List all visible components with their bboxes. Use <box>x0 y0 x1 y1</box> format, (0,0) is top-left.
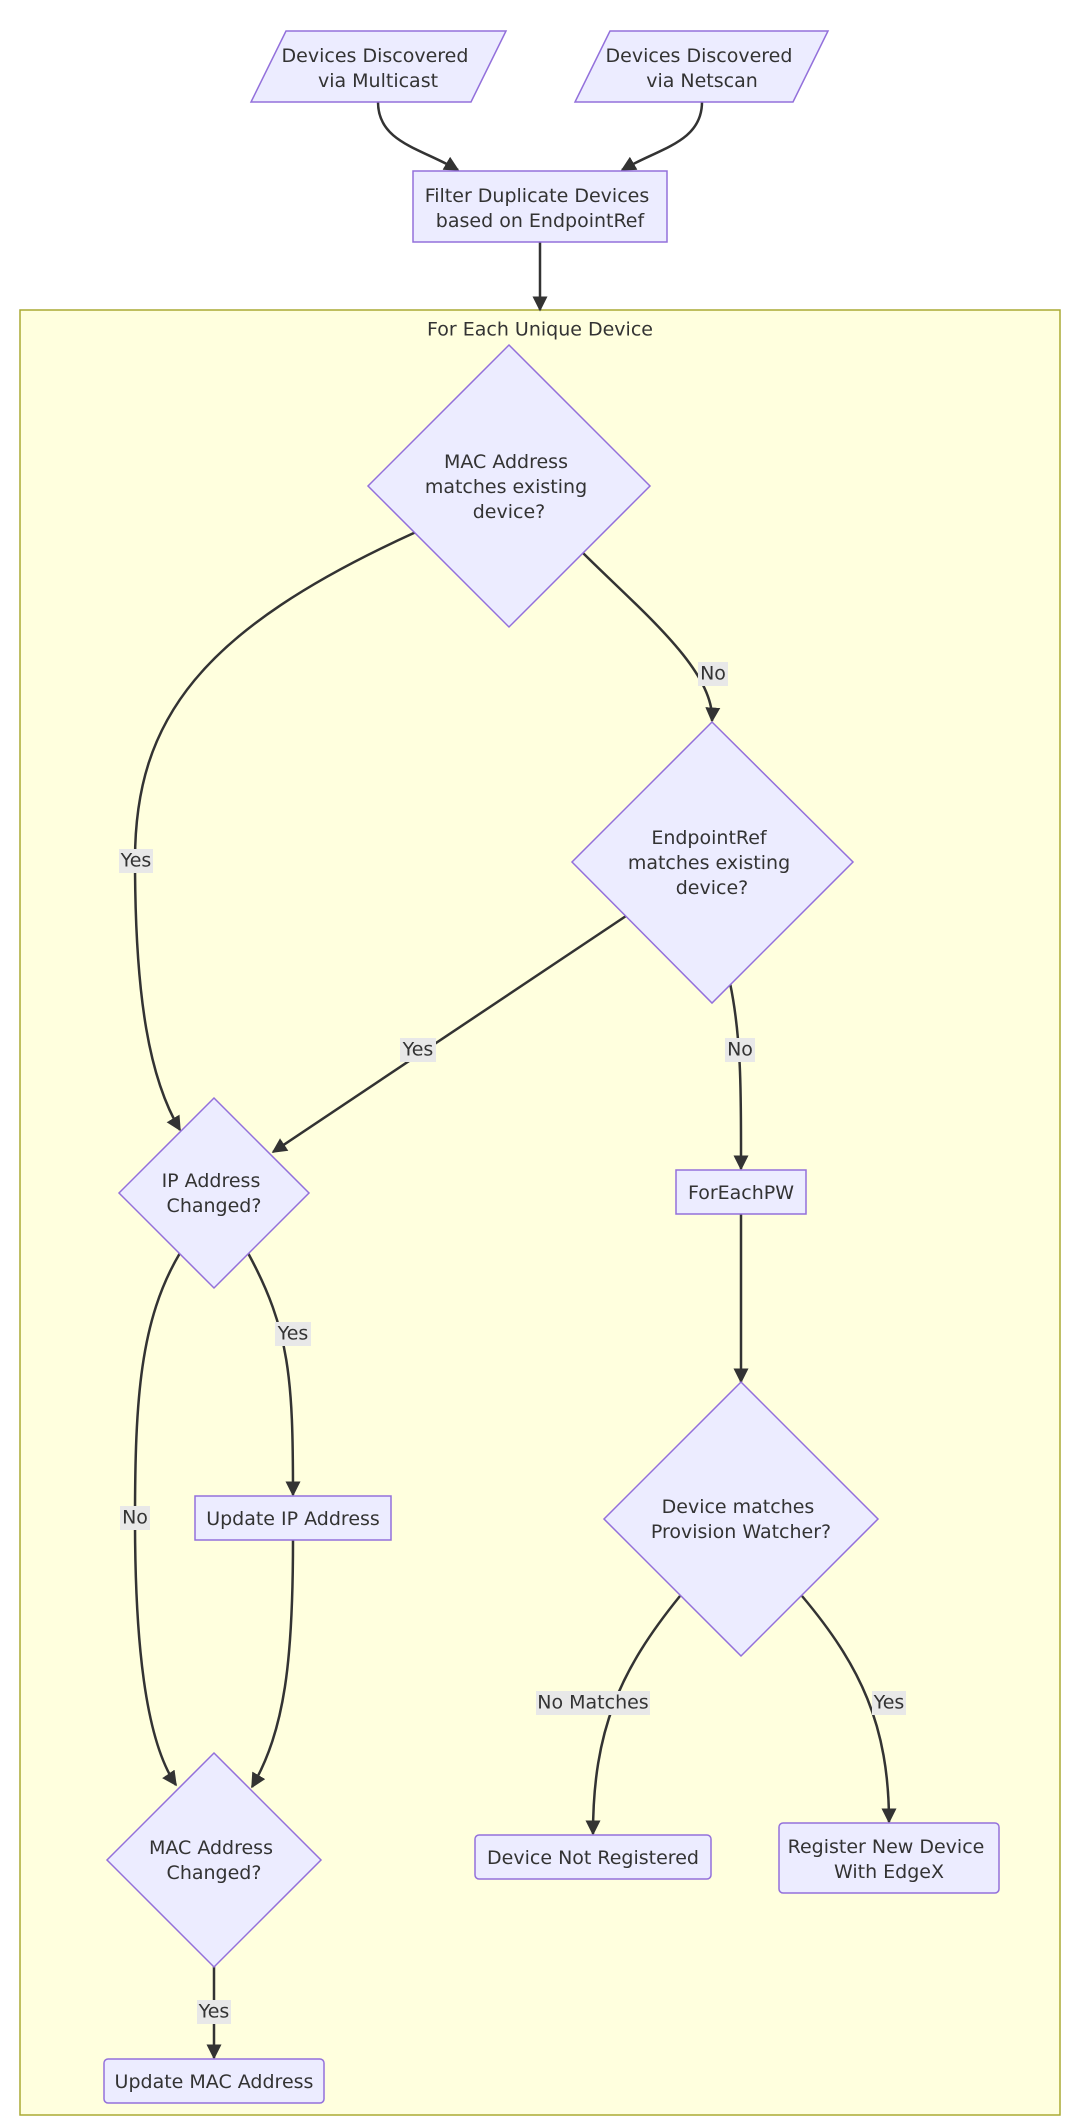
node-shape <box>474 1834 712 1880</box>
node-line: Provision Watcher? <box>651 1521 831 1543</box>
edge-label-ip-no: No <box>122 1507 148 1529</box>
label-bg <box>725 1038 755 1062</box>
node-shape <box>194 1495 392 1541</box>
node-line: matches existing <box>628 852 790 874</box>
edge-label-ep-yes: Yes <box>402 1039 434 1061</box>
edge-label-pw-yes: Yes <box>873 1692 905 1714</box>
edge-netscan-filter <box>620 101 704 172</box>
node-text: Device Not Registered <box>487 1847 699 1869</box>
node-shape <box>249 30 508 103</box>
node-shape <box>366 343 652 629</box>
label-bg <box>698 662 728 686</box>
node-text: IP Address Changed? <box>162 1170 267 1217</box>
cluster-title: For Each Unique Device <box>427 319 653 341</box>
edge-multicast-filter <box>376 101 460 172</box>
node-line: EndpointRef <box>651 827 768 849</box>
node-shape <box>105 1751 323 1969</box>
label-bg <box>275 1322 311 1346</box>
node-line: Device matches <box>662 1496 815 1518</box>
node-text: EndpointRef matches existing device? <box>628 827 796 899</box>
node-line: With EdgeX <box>834 1861 944 1883</box>
node-shape <box>117 1096 311 1290</box>
edge-update-macchanged <box>250 1539 295 1789</box>
label-bg <box>120 1506 150 1530</box>
label-bg <box>197 2000 231 2024</box>
node-shape <box>573 30 830 103</box>
edge-ip-update <box>246 1252 301 1497</box>
node-ip-changed: IP Address Changed? <box>117 1096 311 1290</box>
node-register-new-device: Register New Device With EdgeX <box>778 1822 1000 1894</box>
edge-pw-register <box>801 1595 897 1824</box>
node-text: Filter Duplicate Devices based on Endpoi… <box>425 185 656 232</box>
node-filter: Filter Duplicate Devices based on Endpoi… <box>412 170 668 243</box>
node-shape <box>570 720 855 1005</box>
edge-label-mac-no: No <box>700 663 726 685</box>
node-line: Changed? <box>167 1862 262 1884</box>
node-shape <box>778 1822 1000 1894</box>
label-bg <box>872 1691 906 1715</box>
node-text: ForEachPW <box>688 1182 794 1204</box>
node-text: Devices Discovered via Netscan <box>606 45 799 92</box>
node-line: MAC Address <box>149 1837 273 1859</box>
node-line: based on EndpointRef <box>436 210 646 232</box>
node-multicast: Devices Discovered via Multicast <box>249 30 508 103</box>
node-pw-match: Device matches Provision Watcher? <box>602 1380 880 1658</box>
node-text: Device matches Provision Watcher? <box>651 1496 831 1543</box>
node-shape <box>103 2058 325 2104</box>
node-line: Changed? <box>167 1195 262 1217</box>
label-bg <box>536 1691 650 1715</box>
node-line: via Netscan <box>646 70 758 92</box>
node-text: MAC Address matches existing device? <box>425 451 593 523</box>
edge-ep-ip <box>271 914 627 1154</box>
edge-labels: No Yes Yes No Yes No No Matches Yes Yes <box>119 662 906 2024</box>
node-mac-changed: MAC Address Changed? <box>105 1751 323 1969</box>
edge-label-mac-yes: Yes <box>120 850 152 872</box>
node-text: Devices Discovered via Multicast <box>282 45 475 92</box>
node-shape <box>675 1169 807 1215</box>
node-text: Update MAC Address <box>115 2071 314 2093</box>
edge-label-macchanged-yes: Yes <box>198 2001 230 2023</box>
node-update-mac: Update MAC Address <box>103 2058 325 2104</box>
node-mac-match: MAC Address matches existing device? <box>366 343 652 629</box>
edge-ep-foreach <box>728 982 749 1171</box>
edge-label-ip-yes: Yes <box>277 1323 309 1345</box>
node-netscan: Devices Discovered via Netscan <box>573 30 830 103</box>
node-line: Devices Discovered <box>282 45 469 67</box>
node-shape <box>412 170 668 243</box>
edge-label-ep-no: No <box>727 1039 753 1061</box>
edge-label-pw-nomatch: No Matches <box>537 1692 648 1714</box>
node-line: device? <box>676 877 749 899</box>
node-line: Devices Discovered <box>606 45 793 67</box>
edge-mac-ep <box>580 550 721 723</box>
edge-mac-ip <box>133 530 417 1132</box>
node-line: matches existing <box>425 476 587 498</box>
node-text: Update IP Address <box>206 1508 380 1530</box>
node-line: IP Address <box>162 1170 261 1192</box>
node-update-ip: Update IP Address <box>194 1495 392 1541</box>
label-bg <box>119 849 153 873</box>
node-endpointref-match: EndpointRef matches existing device? <box>570 720 855 1005</box>
node-text: MAC Address Changed? <box>149 1837 279 1884</box>
node-line: Filter Duplicate Devices <box>425 185 650 207</box>
node-line: via Multicast <box>318 70 438 92</box>
node-device-not-registered: Device Not Registered <box>474 1834 712 1880</box>
node-line: MAC Address <box>444 451 568 473</box>
node-foreach-pw: ForEachPW <box>675 1169 807 1215</box>
label-bg <box>400 1038 436 1062</box>
node-text: Register New Device With EdgeX <box>788 1836 991 1883</box>
node-shape <box>602 1380 880 1658</box>
node-line: Register New Device <box>788 1836 985 1858</box>
node-line: device? <box>473 501 546 523</box>
